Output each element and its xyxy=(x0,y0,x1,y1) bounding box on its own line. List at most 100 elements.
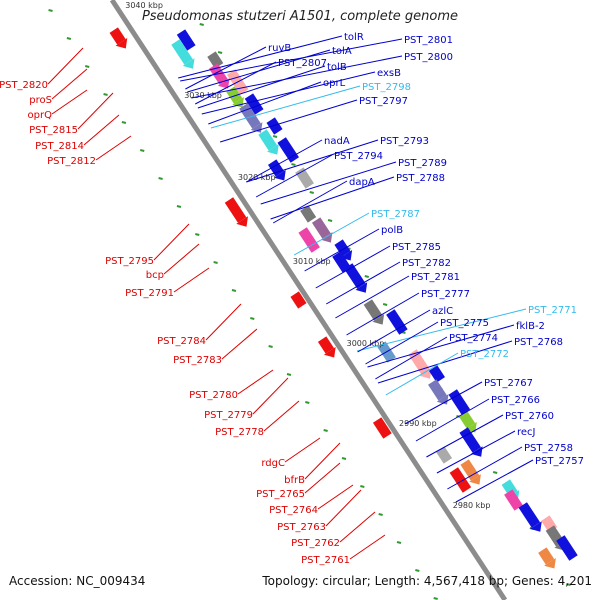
leader-line xyxy=(252,377,289,415)
tick-mark xyxy=(217,51,223,54)
gene-arrowhead xyxy=(274,170,286,181)
gene-feature xyxy=(428,379,449,405)
leader-line xyxy=(293,212,370,256)
leader-line xyxy=(436,430,516,474)
gene-feature xyxy=(448,389,471,415)
gene-box xyxy=(207,51,224,69)
leader-line xyxy=(153,223,190,261)
gene-label-right: tolB xyxy=(327,62,347,73)
gene-feature xyxy=(176,29,196,51)
gene-feature xyxy=(538,547,556,569)
tick-mark xyxy=(382,303,388,306)
gene-labels: PST_2820proSoprQPST_2815PST_2814PST_2812… xyxy=(0,32,584,566)
gene-label-left: PST_2762 xyxy=(291,538,340,549)
gene-label-right: polB xyxy=(381,225,403,236)
gene-label-left: PST_2812 xyxy=(47,156,96,167)
gene-box xyxy=(171,39,193,65)
leader-line xyxy=(304,442,341,480)
leader-line xyxy=(210,85,361,129)
gene-label-right: PST_2800 xyxy=(404,52,453,63)
gene-label-left: PST_2778 xyxy=(215,427,264,438)
scale-label: 3020 kbp xyxy=(238,173,276,182)
tick-mark xyxy=(268,345,273,348)
gene-label-right: PST_2782 xyxy=(402,258,451,269)
leader-line xyxy=(415,398,490,442)
tick-mark xyxy=(309,191,315,194)
tick-mark xyxy=(140,149,145,152)
tick-mark xyxy=(231,289,237,292)
gene-box xyxy=(556,535,578,561)
gene-box xyxy=(258,129,278,151)
gene-label-right: nadA xyxy=(324,136,350,147)
gene-arrowhead xyxy=(419,368,432,379)
leader-line xyxy=(349,534,386,560)
gene-box xyxy=(428,379,447,401)
tick-mark xyxy=(103,93,108,96)
gene-feature xyxy=(460,459,481,485)
scale-label: 3010 kbp xyxy=(293,257,331,266)
accession-text: Accession: NC_009434 xyxy=(9,574,146,588)
leader-line xyxy=(404,381,483,425)
gene-label-right: PST_2771 xyxy=(528,305,577,316)
gene-box xyxy=(244,93,264,115)
leader-line xyxy=(317,484,354,510)
gene-label-left: oprQ xyxy=(28,110,53,121)
leader-line xyxy=(197,65,326,109)
gene-box xyxy=(538,547,555,565)
gene-label-right: fklB-2 xyxy=(516,321,545,332)
leader-line xyxy=(270,176,395,220)
leader-line xyxy=(447,446,523,490)
leader-line xyxy=(246,139,323,183)
gene-box xyxy=(449,467,472,493)
gene-box xyxy=(448,389,471,415)
gene-box xyxy=(504,489,523,511)
gene-box xyxy=(268,159,285,177)
gene-label-left: PST_2820 xyxy=(0,80,48,91)
tick-mark xyxy=(195,233,200,236)
leader-line xyxy=(83,114,120,146)
gene-features xyxy=(109,27,578,569)
leader-line xyxy=(194,61,277,105)
gene-feature xyxy=(290,291,307,309)
gene-feature xyxy=(224,197,248,227)
gene-box xyxy=(277,137,300,163)
gene-box xyxy=(109,27,126,45)
tick-mark xyxy=(305,401,310,404)
leader-line xyxy=(325,489,362,527)
gene-label-left: bfrB xyxy=(284,475,305,486)
gene-label-right: recJ xyxy=(517,427,536,438)
tick-mark xyxy=(213,261,218,264)
gene-label-right: ruvB xyxy=(268,43,291,54)
gene-label-right: tolA xyxy=(332,46,352,57)
gene-label-right: oprL xyxy=(323,78,346,89)
leader-line xyxy=(260,161,397,205)
leader-line xyxy=(375,336,448,380)
tick-mark xyxy=(176,205,182,208)
gene-box xyxy=(436,446,453,464)
gene-feature xyxy=(258,129,279,155)
gene-label-left: PST_2764 xyxy=(269,505,318,516)
gene-box xyxy=(334,239,351,257)
leader-line xyxy=(377,340,513,384)
gene-feature xyxy=(277,137,300,163)
leader-line xyxy=(163,243,200,275)
gene-box xyxy=(290,291,307,309)
gene-label-right: PST_2797 xyxy=(359,96,408,107)
scale-label: 2990 kbp xyxy=(399,419,437,428)
gene-arrowhead xyxy=(267,144,279,155)
leader-line xyxy=(51,89,88,115)
tick-mark xyxy=(360,485,365,488)
gene-label-left: bcp xyxy=(146,270,164,281)
leader-line xyxy=(385,352,459,396)
leader-line xyxy=(335,275,410,319)
gene-label-right: PST_2785 xyxy=(392,242,441,253)
topology-summary: Topology: circular; Length: 4,567,418 bp… xyxy=(262,574,592,588)
tick-mark xyxy=(84,65,90,68)
gene-label-right: PST_2757 xyxy=(535,456,584,467)
leader-line xyxy=(284,437,321,463)
tick-mark xyxy=(291,163,296,166)
leader-line xyxy=(201,71,376,115)
gene-arrowhead xyxy=(115,38,128,49)
gene-label-left: PST_2761 xyxy=(301,555,350,566)
